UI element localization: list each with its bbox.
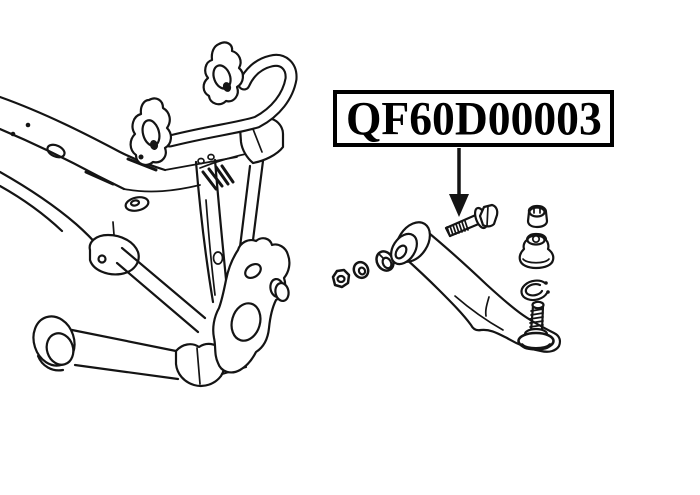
- trailing-arm-bushing: [32, 315, 76, 372]
- castle-nut: [526, 204, 549, 229]
- knuckle: [212, 237, 291, 374]
- arm-bushing-eye: [390, 221, 431, 266]
- upper-lateral-arm: [115, 246, 207, 334]
- stabilizer-bar: [163, 53, 298, 148]
- coil-spring-hatch: [201, 164, 235, 191]
- part-number-text: QF60D00003: [345, 91, 602, 146]
- knuckle-upper-links: [238, 159, 265, 249]
- pivot-bolt: [444, 203, 499, 238]
- trailing-arm: [32, 315, 248, 388]
- subframe-beam: [0, 95, 238, 259]
- small-washer: [352, 260, 370, 280]
- stabilizer-bracket-right: [202, 41, 244, 106]
- toe-adjuster-cylinder: [269, 277, 290, 303]
- hidden-edge-dash: [84, 170, 115, 186]
- stabilizer-bracket-left: [129, 97, 172, 166]
- control-arm: [390, 221, 562, 353]
- dust-boot: [518, 232, 555, 270]
- front-bushing-pad: [88, 233, 140, 276]
- callout-arrow: [449, 148, 469, 217]
- part-number-label: QF60D00003: [333, 90, 614, 147]
- snap-ring: [520, 279, 550, 302]
- mount-boss: [124, 196, 150, 212]
- ball-joint-stud: [517, 300, 555, 351]
- small-nut: [331, 268, 351, 289]
